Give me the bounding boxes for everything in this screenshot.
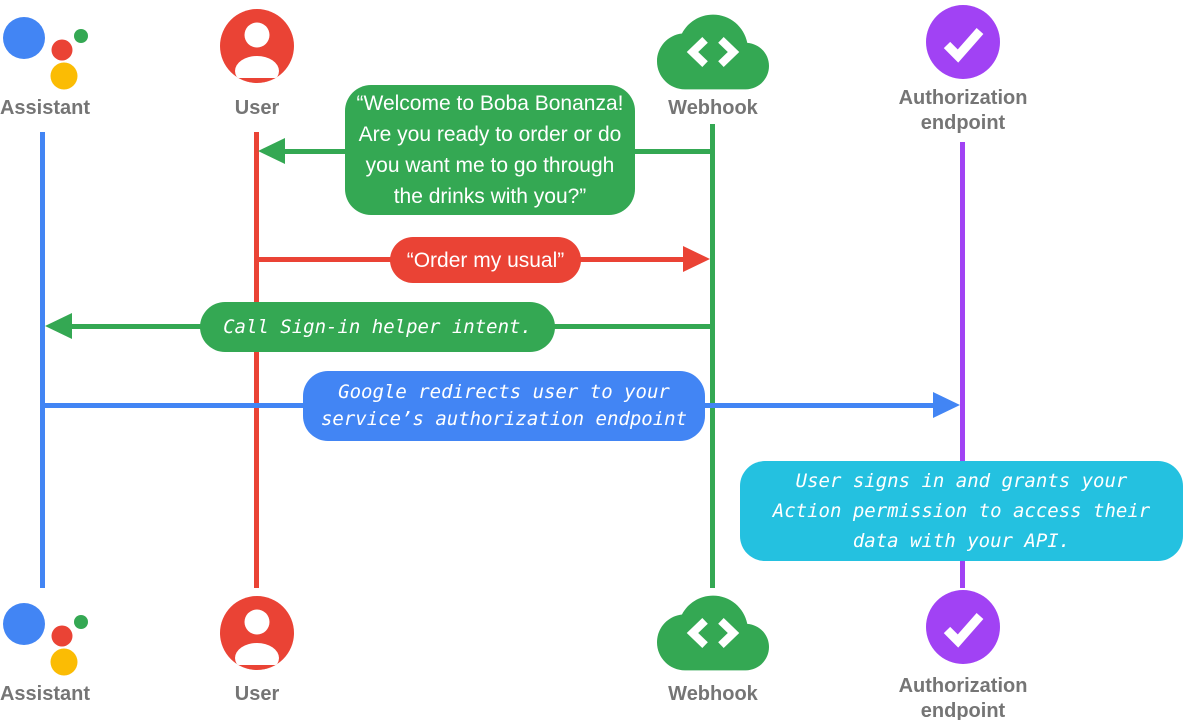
arrowhead-right-icon xyxy=(933,392,960,418)
message-box-google-redirects: Google redirects user to your service’s … xyxy=(303,371,705,441)
webhook-cloud-icon xyxy=(657,14,769,90)
webhook-cloud-icon xyxy=(657,595,769,671)
lifeline-authorization-endpoint xyxy=(960,142,965,588)
actor-label-webhook: Webhook xyxy=(668,683,758,705)
actor-label-webhook: Webhook xyxy=(668,97,758,119)
authorization-check-icon xyxy=(926,5,1000,79)
code-brackets-icon xyxy=(686,618,740,648)
actor-label-authorization-endpoint: Authorization endpoint xyxy=(898,87,1028,134)
actor-label-authorization-endpoint: Authorization endpoint xyxy=(898,675,1028,720)
actor-label-assistant: Assistant xyxy=(0,683,91,705)
note-box-user-signs-in: User signs in and grants your Action per… xyxy=(740,461,1183,561)
message-bubble-welcome: “Welcome to Boba Bonanza! Are you ready … xyxy=(345,85,635,215)
arrowhead-left-icon xyxy=(45,313,72,339)
actor-label-user: User xyxy=(234,97,280,119)
google-assistant-logo-icon xyxy=(3,17,88,90)
arrowhead-right-icon xyxy=(683,246,710,272)
authorization-check-icon xyxy=(926,590,1000,664)
google-assistant-logo-icon xyxy=(3,603,88,676)
lifeline-webhook xyxy=(710,124,715,588)
arrowhead-left-icon xyxy=(258,138,285,164)
code-brackets-icon xyxy=(686,37,740,67)
message-bubble-order-my-usual: “Order my usual” xyxy=(390,237,581,283)
user-icon xyxy=(220,9,294,83)
lifeline-user xyxy=(254,132,259,588)
message-box-call-signin-helper: Call Sign-in helper intent. xyxy=(200,302,555,352)
user-icon xyxy=(220,596,294,670)
actor-label-user: User xyxy=(234,683,280,705)
lifeline-assistant xyxy=(40,132,45,588)
actor-label-assistant: Assistant xyxy=(0,97,91,119)
